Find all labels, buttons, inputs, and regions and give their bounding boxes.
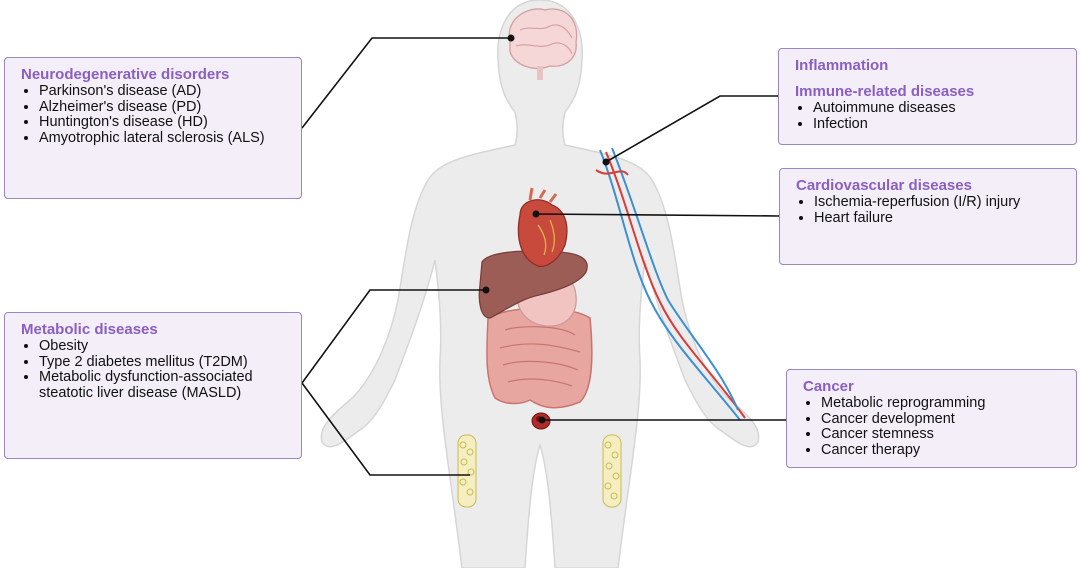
list-item: Type 2 diabetes mellitus (T2DM): [39, 354, 287, 371]
cardiovascular-title: Cardiovascular diseases: [796, 177, 972, 194]
cancer-list: Metabolic reprogramming Cancer developme…: [803, 395, 1062, 459]
metabolic-title: Metabolic diseases: [21, 321, 158, 338]
connector-dots: [482, 34, 610, 424]
list-item: Obesity: [39, 338, 287, 355]
blood-vessels-icon: [595, 147, 746, 421]
neurodegenerative-title: Neurodegenerative disorders: [21, 66, 230, 83]
metabolic-list: Obesity Type 2 diabetes mellitus (T2DM) …: [21, 338, 287, 401]
list-item: Amyotrophic lateral sclerosis (ALS): [39, 130, 287, 147]
intestine-icon: [486, 307, 593, 409]
inflammation-title: Inflammation: [795, 57, 889, 74]
list-item: Cancer therapy: [821, 442, 1062, 459]
list-item: Cancer stemness: [821, 426, 1062, 443]
inflammation-list: Autoimmune diseases Infection: [795, 100, 1062, 133]
list-item: Metabolic reprogramming: [821, 395, 1062, 412]
brain-icon: [508, 8, 578, 80]
connector-lines: [301, 37, 786, 476]
neurodegenerative-list: Parkinson's disease (AD) Alzheimer's dis…: [21, 83, 287, 147]
list-item: Heart failure: [814, 210, 1062, 227]
list-item: Infection: [813, 116, 1062, 133]
cancer-title: Cancer: [803, 378, 854, 395]
cancer-box: Cancer Metabolic reprogramming Cancer de…: [786, 369, 1077, 468]
cardiovascular-list: Ischemia-reperfusion (I/R) injury Heart …: [796, 194, 1062, 227]
list-item: Parkinson's disease (AD): [39, 83, 287, 100]
list-item: Ischemia-reperfusion (I/R) injury: [814, 194, 1062, 211]
immune-subtitle: Immune-related diseases: [795, 83, 975, 100]
inflammation-box: Inflammation Immune-related diseases Aut…: [778, 48, 1077, 145]
adipose-tissue-icon: [457, 434, 622, 508]
list-item: Alzheimer's disease (PD): [39, 99, 287, 116]
metabolic-box: Metabolic diseases Obesity Type 2 diabet…: [4, 312, 302, 459]
list-item: Huntington's disease (HD): [39, 114, 287, 131]
heart-icon: [517, 187, 568, 268]
cardiovascular-box: Cardiovascular diseases Ischemia-reperfu…: [779, 168, 1077, 265]
list-item: Cancer development: [821, 411, 1062, 428]
neurodegenerative-box: Neurodegenerative disorders Parkinson's …: [4, 57, 302, 199]
list-item: Metabolic dysfunction-associated steatot…: [39, 369, 287, 401]
list-item: Autoimmune diseases: [813, 100, 1062, 117]
